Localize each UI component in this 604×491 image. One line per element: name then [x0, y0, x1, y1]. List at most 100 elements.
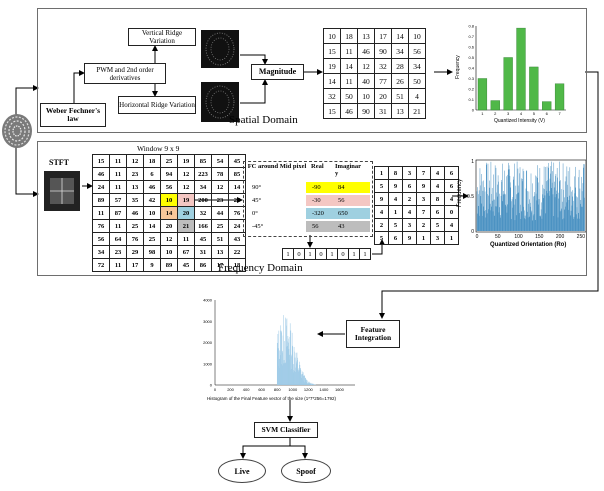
final-ytick: 4000 [203, 298, 213, 303]
spatial-matrix-cell: 13 [357, 28, 375, 44]
spatial-matrix-cell: 14 [323, 73, 341, 89]
pwm-label: PWM and 2nd order derivatives [96, 65, 154, 82]
window-cell: 42 [143, 193, 161, 207]
orientation-matrix-cell: 1 [416, 231, 431, 245]
window-cell: 18 [143, 154, 161, 168]
fc-value-band [306, 208, 370, 219]
live-label: Live [234, 466, 250, 476]
window-cell: 12 [126, 154, 144, 168]
window-cell: 45 [177, 258, 195, 272]
bit-cell: 0 [293, 248, 305, 260]
orientation-matrix-cell: 3 [402, 166, 417, 180]
spatial-bar [529, 66, 539, 111]
spatial-ytick: 0.2 [468, 87, 474, 92]
spatial-matrix-cell: 20 [374, 88, 392, 104]
window-cell: 67 [177, 245, 195, 259]
orientation-matrix-cell: 3 [430, 231, 445, 245]
window-cell: 44 [211, 206, 229, 220]
window-cell: 21 [177, 219, 195, 233]
fc-imag: 650 [338, 210, 348, 217]
window-cell: 23 [126, 167, 144, 181]
window-cell: 25 [143, 232, 161, 246]
window-cell: 14 [160, 206, 178, 220]
spatial-bar [542, 101, 552, 111]
arrow-horizontal-magnitude [240, 79, 268, 104]
window-cell: 12 [177, 167, 195, 181]
orient-ytick: 0.5 [467, 194, 474, 200]
live-ellipse: Live [218, 459, 266, 483]
window-cell: 11 [109, 219, 127, 233]
orientation-matrix-cell: 2 [402, 192, 417, 206]
fc-header-real: Real [311, 163, 324, 170]
orient-ytick: 0 [471, 229, 474, 235]
spatial-matrix-cell: 10 [408, 28, 426, 44]
spatial-matrix-cell: 17 [374, 28, 392, 44]
fc-value-band [306, 195, 370, 206]
bit-cell: 1 [359, 248, 371, 260]
orientation-matrix-cell: 7 [416, 166, 431, 180]
bit-cell: 1 [282, 248, 294, 260]
window-cell: 64 [109, 232, 127, 246]
spatial-bar [503, 57, 513, 111]
frequency-domain-panel [37, 141, 587, 276]
fc-angle: 0° [252, 210, 258, 217]
window-cell: 25 [160, 154, 178, 168]
window-cell: 31 [194, 245, 212, 259]
window-cell: 19 [177, 154, 195, 168]
spatial-matrix-cell: 50 [340, 88, 358, 104]
magnitude-box: Magnitude [251, 64, 304, 80]
spatial-matrix-cell: 13 [391, 103, 409, 119]
window-cell: 51 [211, 232, 229, 246]
window-cell: 87 [109, 206, 127, 220]
window-cell: 9 [143, 258, 161, 272]
orient-hist-ylabel: Frequency [457, 178, 464, 208]
spatial-xtick: 7 [558, 111, 561, 116]
window-cell: 11 [92, 206, 110, 220]
stft-label: STFT [49, 158, 70, 167]
window-cell: 23 [109, 245, 127, 259]
orientation-matrix-cell: 5 [374, 231, 389, 245]
vertical-ridge-box: Vertical Ridge Variation [128, 28, 196, 46]
spatial-matrix-cell: 40 [357, 73, 375, 89]
window-cell: 57 [109, 193, 127, 207]
window-cell: 32 [194, 206, 212, 220]
window-cell: 46 [143, 180, 161, 194]
window-cell: 85 [194, 154, 212, 168]
orientation-matrix-cell: 0 [444, 205, 459, 219]
window-cell: 25 [126, 219, 144, 233]
final-xtick: 400 [243, 387, 250, 392]
orient-xtick: 150 [535, 234, 544, 240]
spatial-ytick: 0.6 [468, 45, 474, 50]
spatial-matrix-cell: 19 [323, 58, 341, 74]
window-cell: 34 [92, 245, 110, 259]
spatial-matrix-cell: 28 [391, 58, 409, 74]
window-cell: 11 [109, 154, 127, 168]
orient-ytick: 1 [471, 159, 474, 165]
orientation-matrix-cell: 3 [416, 192, 431, 206]
window-cell: 20 [177, 206, 195, 220]
arrow-svm-spoof [290, 445, 308, 459]
stft-image [44, 171, 80, 211]
window-cell: 13 [126, 180, 144, 194]
window-cell: 78 [211, 167, 229, 181]
spatial-matrix-cell: 18 [340, 28, 358, 44]
window-cell: 10 [143, 206, 161, 220]
spatial-ytick: 0.4 [468, 66, 474, 71]
spatial-hist-xlabel: Quantized Intensity (V) [494, 118, 545, 124]
spatial-ytick: 0.1 [468, 97, 474, 102]
window-cell: 22 [228, 245, 246, 259]
window-cell: 166 [194, 219, 212, 233]
spatial-domain-caption: Spatial Domain [229, 114, 298, 126]
window-cell: 34 [194, 180, 212, 194]
horizontal-label: Horizontal Ridge Variation [119, 101, 195, 109]
orientation-matrix-cell: 4 [430, 166, 445, 180]
window-cell: 76 [126, 232, 144, 246]
fc-value-band [306, 221, 370, 232]
